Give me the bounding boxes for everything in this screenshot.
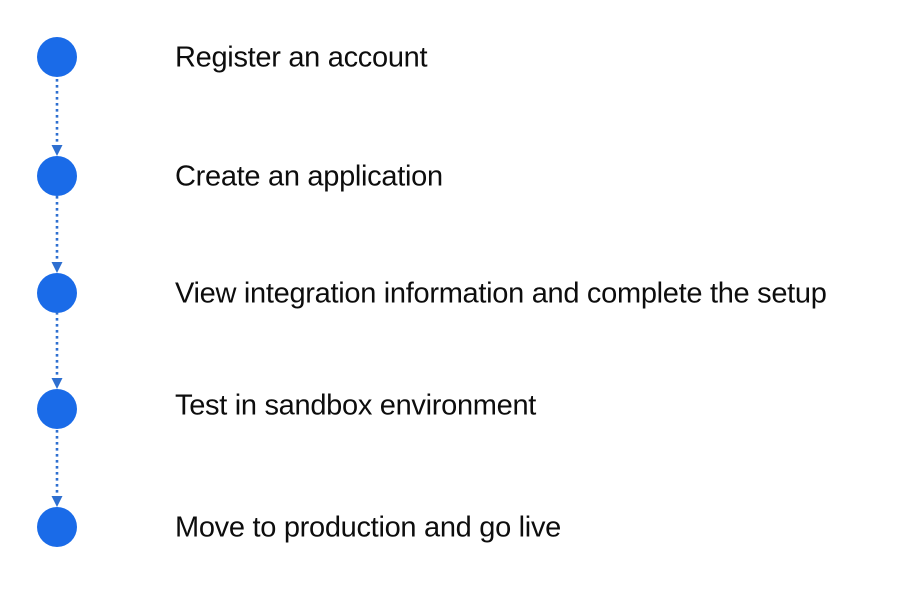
step-node-circle xyxy=(37,389,77,429)
step-node-circle xyxy=(37,37,77,77)
step-label: Test in sandbox environment xyxy=(175,389,537,422)
arrowhead-icon xyxy=(51,496,63,507)
step-node-circle xyxy=(37,273,77,313)
connector-arrow xyxy=(51,312,63,389)
connector-arrow xyxy=(51,196,63,273)
step-label: View integration information and complet… xyxy=(175,277,827,310)
connector-arrow xyxy=(51,79,63,156)
step-label: Register an account xyxy=(175,41,428,74)
step-node-circle xyxy=(37,156,77,196)
arrowhead-icon xyxy=(51,145,63,156)
arrowhead-icon xyxy=(51,262,63,273)
step-label: Move to production and go live xyxy=(175,511,561,544)
step-node-circle xyxy=(37,507,77,547)
arrowhead-icon xyxy=(51,378,63,389)
connector-arrow xyxy=(51,430,63,507)
step-label: Create an application xyxy=(175,160,443,193)
